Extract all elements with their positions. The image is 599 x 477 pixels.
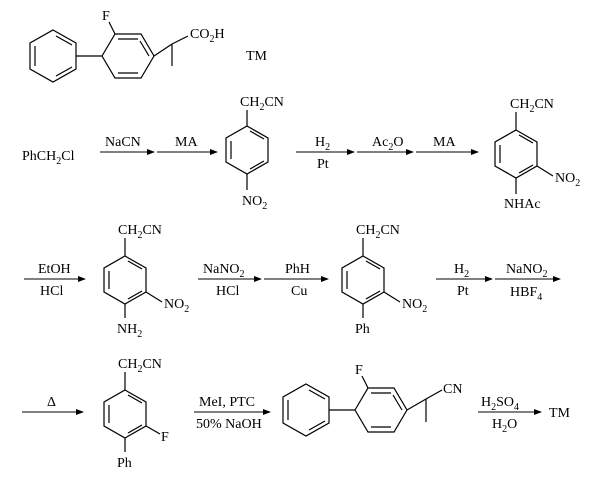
target-label: TM: [246, 49, 268, 64]
reagent-step13-top: H2SO4: [481, 395, 519, 413]
reagent-step6-top: EtOH: [38, 262, 71, 277]
ch2cn-label: CH2CN: [356, 223, 400, 241]
fluoro-label: F: [355, 363, 363, 378]
nitro-label: NO2: [555, 171, 580, 189]
reagent-step6-bottom: HCl: [40, 284, 63, 299]
reagent-step9-bottom: Pt: [457, 284, 469, 299]
nitro-label: NO2: [164, 297, 189, 315]
phenyl-label: Ph: [355, 322, 370, 337]
reagent-step7-top: NaNO2: [203, 262, 245, 280]
fluoro-label: F: [102, 9, 110, 24]
reagent-step9-top: H2: [454, 262, 469, 280]
target-molecule: F CO2H TM: [29, 9, 268, 83]
starting-material: PhCH2Cl: [22, 149, 75, 167]
reagent-step8-bottom: Cu: [291, 284, 307, 299]
reagent-step12-top: MeI, PTC: [199, 395, 255, 410]
reagent-step1: NaCN: [105, 135, 141, 150]
reagent-step13-bottom: H2O: [492, 417, 517, 435]
final-product-label: TM: [549, 406, 571, 421]
ch2cn-label: CH2CN: [118, 357, 162, 375]
reagent-step10-bottom: HBF4: [510, 285, 542, 303]
fluoro-label: F: [161, 430, 169, 445]
ch2cn-label: CH2CN: [240, 95, 284, 113]
reagent-step10-top: NaNO2: [506, 262, 548, 280]
reagent-step5: MA: [433, 135, 456, 150]
nitrobenzyl-cyanide: CH2CN NO2: [225, 95, 284, 212]
nitro-label: NO2: [402, 297, 427, 315]
reagent-step7-bottom: HCl: [216, 284, 239, 299]
reagent-step3-bottom: Pt: [317, 157, 329, 172]
amino-label: NH2: [117, 322, 142, 340]
acetamido-nitro-compound: CH2CN NO2 NHAc: [494, 97, 580, 212]
amino-nitro-compound: CH2CN NO2 NH2: [103, 223, 189, 340]
reagent-step8-top: PhH: [285, 262, 310, 277]
ch2cn-label: CH2CN: [510, 97, 554, 115]
phenyl-nitro-compound: CH2CN NO2 Ph: [341, 223, 427, 337]
carboxyl-label: CO2H: [190, 27, 225, 45]
reagent-step3-top: H2: [315, 135, 330, 153]
reagent-step11: Δ: [47, 395, 56, 410]
ch2cn-label: CH2CN: [118, 223, 162, 241]
nhac-label: NHAc: [504, 197, 541, 212]
cyano-label: CN: [443, 382, 462, 397]
fluoro-biphenyl-acetonitrile: CH2CN F Ph: [103, 357, 169, 471]
phenyl-label: Ph: [117, 456, 132, 471]
reagent-step12-bottom: 50% NaOH: [196, 417, 262, 432]
reagent-step2: MA: [175, 135, 198, 150]
phenyl-ring: [29, 29, 77, 83]
flurbiprofen-nitrile: F CN: [282, 363, 462, 437]
reagent-step4: Ac2O: [372, 135, 403, 153]
nitro-label: NO2: [242, 194, 267, 212]
fluorophenyl-ring: [101, 33, 155, 79]
